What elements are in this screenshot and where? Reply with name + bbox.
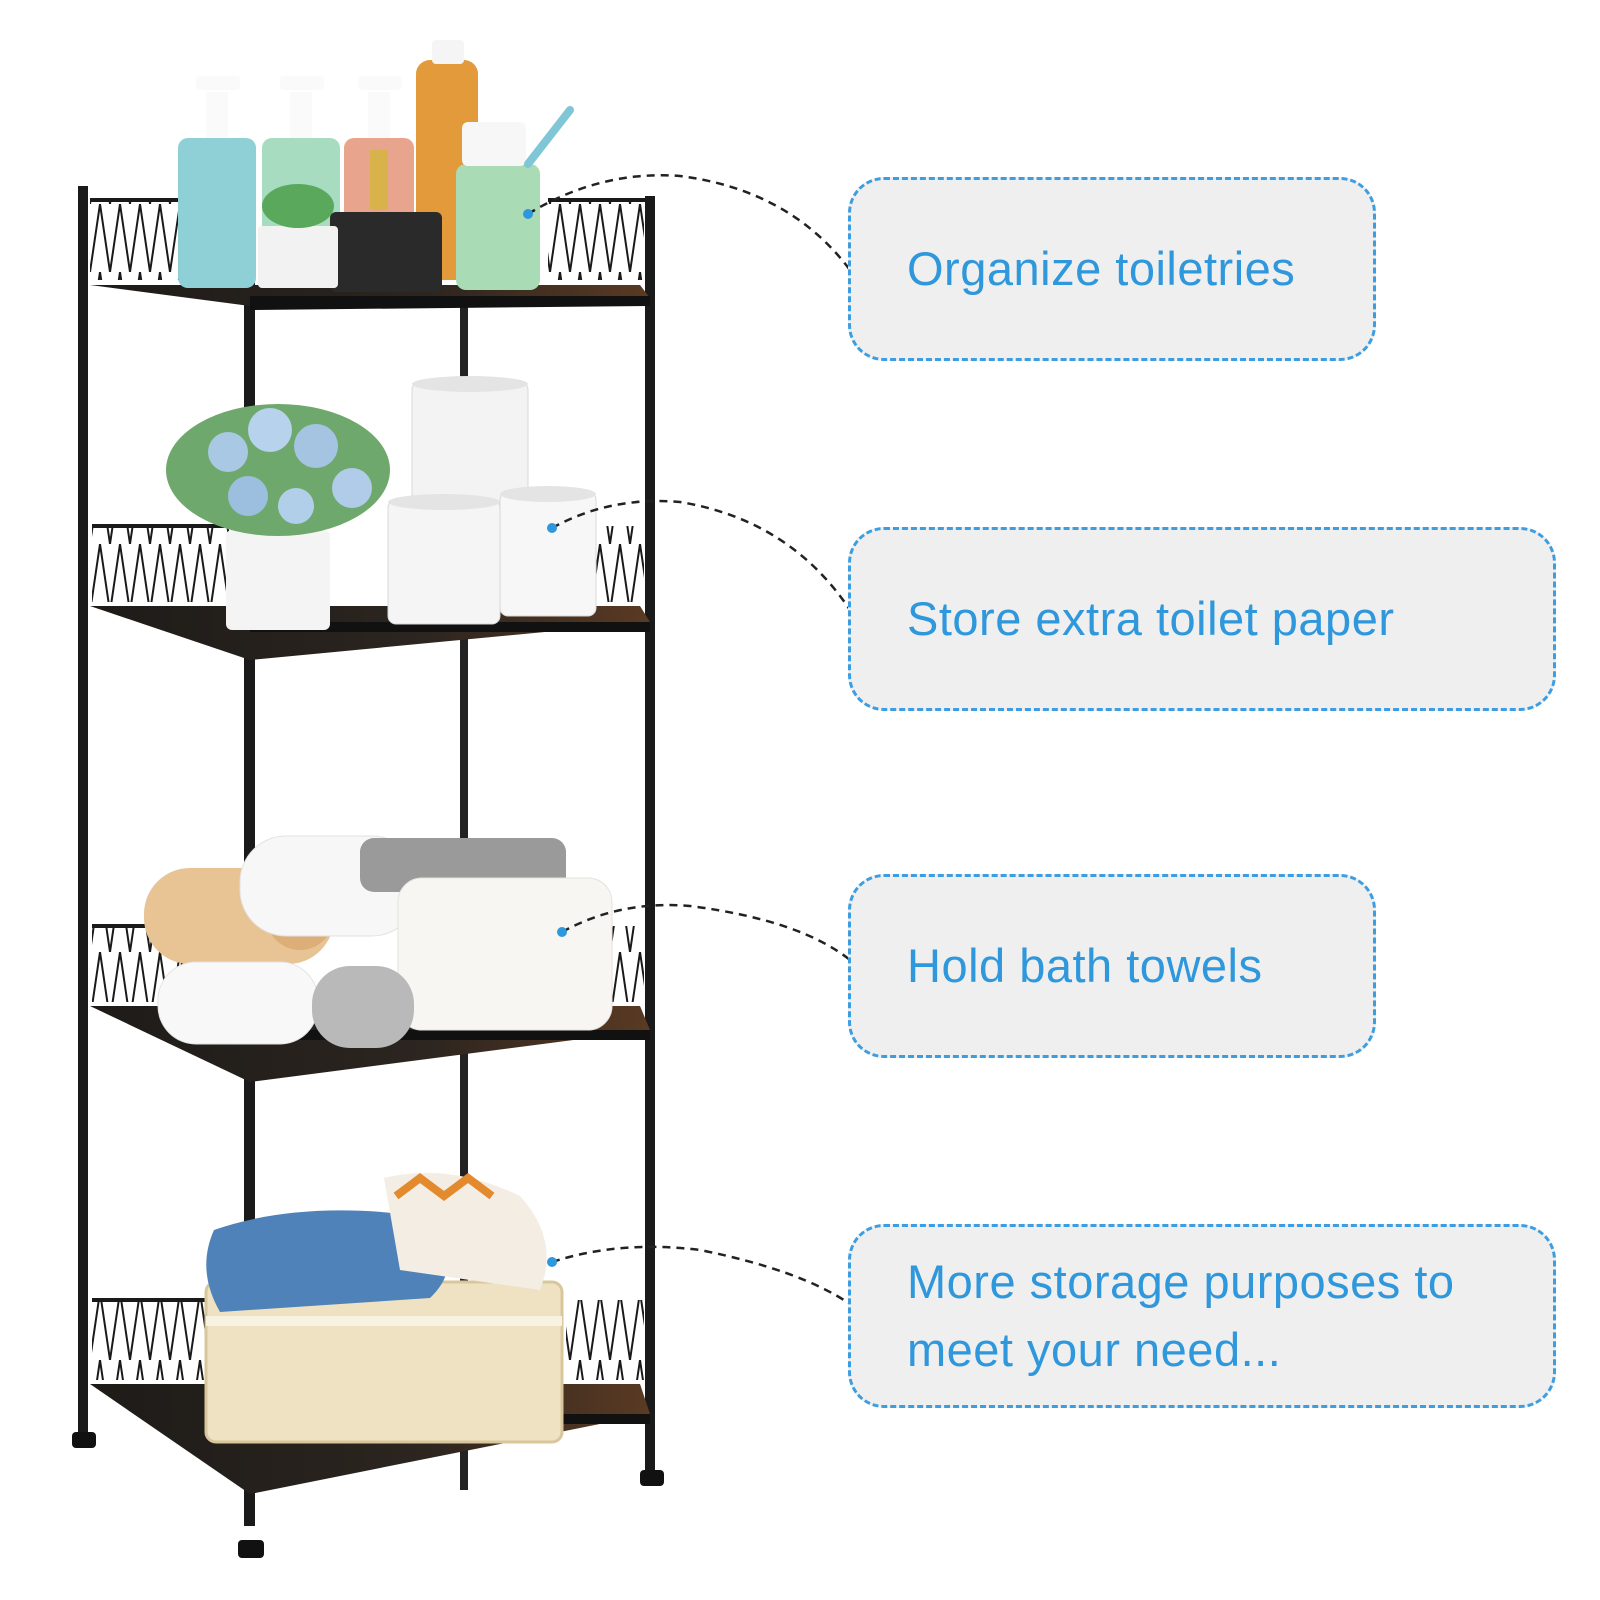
rack-post	[645, 196, 655, 1476]
callout-text: Store extra toilet paper	[907, 592, 1395, 645]
flower-pot	[166, 404, 390, 630]
callout-text: Hold bath towels	[907, 939, 1263, 992]
connector-line	[551, 499, 852, 611]
connector-lines	[527, 174, 852, 1306]
connector-dot	[547, 1257, 557, 1267]
callout-hold-bath-towels: Hold bath towels	[848, 874, 1376, 1058]
rack-foot	[72, 1432, 96, 1448]
storage-basket	[204, 1172, 564, 1444]
bath-towels	[144, 835, 613, 1048]
connector-dots	[523, 209, 567, 1267]
connector-line	[561, 903, 851, 961]
toiletries	[178, 40, 574, 292]
callout-organize-toiletries: Organize toiletries	[848, 177, 1376, 361]
connector-dot	[547, 523, 557, 533]
rack-foot	[238, 1540, 264, 1558]
callout-store-toilet-paper: Store extra toilet paper	[848, 527, 1556, 711]
callout-more-storage-purposes: More storage purposes to meet your need.…	[848, 1224, 1556, 1408]
callout-text: Organize toiletries	[907, 242, 1296, 295]
rack-foot	[640, 1470, 664, 1486]
rack-post	[78, 186, 88, 1436]
shelf-tier-1	[90, 198, 650, 310]
connector-line	[551, 1245, 851, 1306]
connector-dot	[557, 927, 567, 937]
toilet-paper-rolls	[387, 376, 597, 625]
connector-dot	[523, 209, 533, 219]
connector-line	[527, 174, 851, 271]
callout-text: More storage purposes to meet your need.…	[907, 1255, 1455, 1376]
